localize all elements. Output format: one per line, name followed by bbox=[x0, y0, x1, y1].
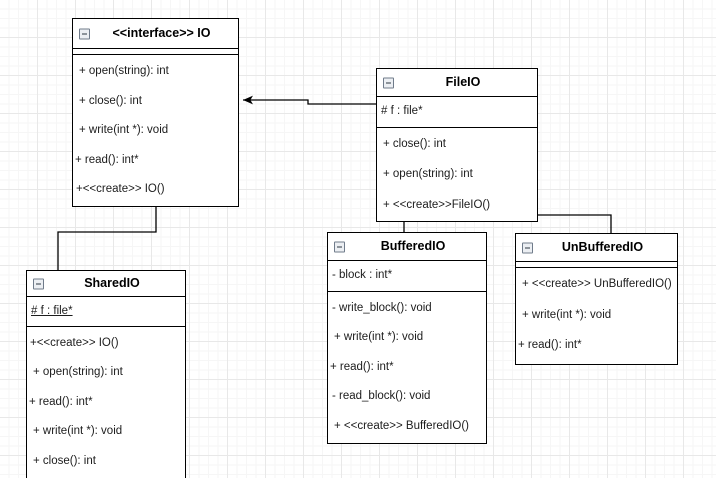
member-row: + read(): int* bbox=[75, 153, 139, 166]
class-name-io: <<interface>> IO bbox=[112, 26, 211, 41]
attributes-compartment-io bbox=[73, 49, 238, 55]
class-title-io: <<interface>> IO bbox=[73, 19, 238, 49]
member-row: + write(int *): void bbox=[334, 331, 424, 343]
member-row: + <<create>>FileIO() bbox=[383, 198, 491, 211]
attributes-compartment-fileio: # f : file* bbox=[377, 97, 537, 128]
operations-compartment-unbufferedio: + <<create>> UnBufferedIO() + write(int … bbox=[516, 268, 677, 364]
member-row: + <<create>> BufferedIO() bbox=[334, 419, 469, 432]
class-name-unbufferedio: UnBufferedIO bbox=[561, 240, 644, 255]
member-row: + write(int *): void bbox=[79, 124, 169, 136]
class-box-sharedio[interactable]: SharedIO # f : file* +<<create>> IO() + … bbox=[26, 270, 186, 478]
edge-sharedio-to-io bbox=[57, 197, 161, 270]
minus-box-icon[interactable] bbox=[79, 28, 90, 39]
member-row: + read(): int* bbox=[330, 360, 394, 373]
class-title-unbufferedio: UnBufferedIO bbox=[516, 234, 677, 262]
class-box-bufferedio[interactable]: BufferedIO - block : int* - write_block(… bbox=[327, 232, 487, 444]
class-name-sharedio: SharedIO bbox=[84, 276, 140, 291]
member-row: - block : int* bbox=[332, 269, 393, 281]
class-box-unbufferedio[interactable]: UnBufferedIO + <<create>> UnBufferedIO()… bbox=[515, 233, 678, 365]
member-row: # f : file* bbox=[381, 105, 423, 117]
class-box-io[interactable]: <<interface>> IO + open(string): int + c… bbox=[72, 18, 239, 207]
member-row: + write(int *): void bbox=[522, 308, 612, 321]
operations-compartment-io: + open(string): int + close(): int + wri… bbox=[73, 55, 238, 206]
class-title-sharedio: SharedIO bbox=[27, 271, 185, 297]
class-name-bufferedio: BufferedIO bbox=[380, 239, 446, 254]
member-row: +<<create>> IO() bbox=[30, 336, 119, 349]
minus-box-icon[interactable] bbox=[522, 242, 533, 253]
member-row: # f : file* bbox=[31, 305, 73, 317]
attributes-compartment-unbufferedio bbox=[516, 262, 677, 268]
member-row: + open(string): int bbox=[33, 366, 123, 378]
member-row: + <<create>> UnBufferedIO() bbox=[522, 278, 672, 290]
member-row: +<<create>> IO() bbox=[76, 183, 165, 195]
minus-box-icon[interactable] bbox=[383, 77, 394, 88]
class-box-fileio[interactable]: FileIO # f : file* + close(): int + open… bbox=[376, 68, 538, 222]
member-row: + close(): int bbox=[33, 454, 96, 467]
class-title-bufferedio: BufferedIO bbox=[328, 233, 486, 261]
member-row: - write_block(): void bbox=[332, 301, 432, 314]
member-row: + open(string): int bbox=[79, 65, 169, 77]
member-row: - read_block(): void bbox=[332, 390, 431, 402]
member-row: + read(): int* bbox=[518, 339, 582, 351]
minus-box-icon[interactable] bbox=[33, 278, 44, 289]
member-row: + write(int *): void bbox=[33, 425, 123, 437]
class-name-fileio: FileIO bbox=[445, 75, 481, 90]
edge-fileio-to-io bbox=[243, 95, 376, 105]
class-title-fileio: FileIO bbox=[377, 69, 537, 97]
operations-compartment-fileio: + close(): int + open(string): int + <<c… bbox=[377, 128, 537, 222]
attributes-compartment-bufferedio: - block : int* bbox=[328, 261, 486, 292]
operations-compartment-sharedio: +<<create>> IO() + open(string): int + r… bbox=[27, 327, 185, 478]
member-row: + open(string): int bbox=[383, 168, 473, 180]
minus-box-icon[interactable] bbox=[334, 241, 345, 252]
member-row: + close(): int bbox=[383, 137, 446, 150]
member-row: + close(): int bbox=[79, 94, 142, 107]
attributes-compartment-sharedio: # f : file* bbox=[27, 297, 185, 327]
operations-compartment-bufferedio: - write_block(): void + write(int *): vo… bbox=[328, 292, 486, 444]
member-row: + read(): int* bbox=[29, 395, 93, 408]
